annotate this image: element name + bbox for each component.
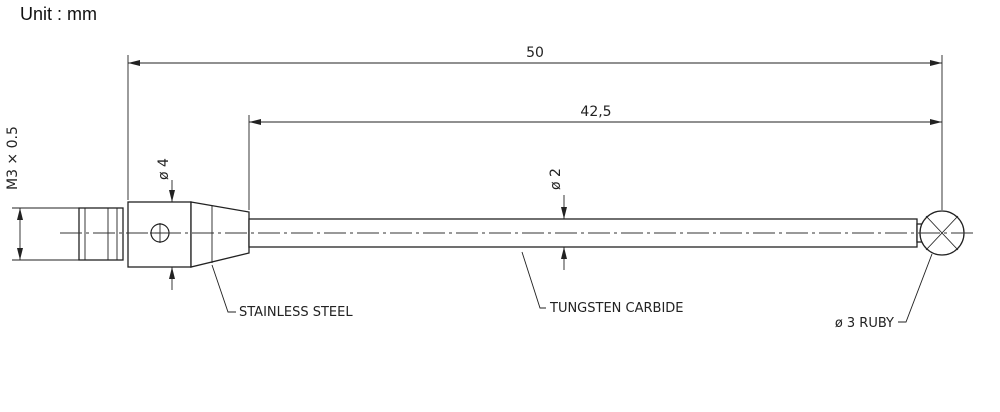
callout-text: TUNGSTEN CARBIDE — [549, 301, 684, 316]
stylus-part — [78, 201, 965, 268]
dimension-text: M3 × 0.5 — [5, 126, 21, 190]
dimension-stem-diameter: ø 2 — [548, 168, 567, 270]
dimension-text: 42,5 — [580, 104, 611, 120]
hex-body — [127, 201, 192, 268]
arrow-head — [930, 60, 942, 66]
callout-text: ø 3 RUBY — [835, 316, 894, 331]
callout-tungsten-carbide: TUNGSTEN CARBIDE — [521, 251, 684, 316]
dimension-text: 50 — [526, 45, 544, 61]
arrow-head — [128, 60, 140, 66]
arrow-head — [249, 119, 261, 125]
thread-section — [78, 207, 124, 261]
taper-section — [190, 201, 250, 268]
arrow-head — [930, 119, 942, 125]
dimension-stem-length: 42,5 — [248, 104, 942, 210]
callout-text: STAINLESS STEEL — [239, 305, 353, 320]
dimension-body-diameter: ø 4 — [156, 158, 175, 290]
arrow-head — [17, 208, 23, 220]
unit-label: Unit : mm — [20, 4, 98, 24]
arrow-head — [17, 248, 23, 260]
dimension-overall-length: 50 — [127, 45, 943, 210]
dimension-thread: M3 × 0.5 — [5, 126, 79, 261]
callout-ruby: ø 3 RUBY — [835, 253, 933, 331]
callout-stainless-steel: STAINLESS STEEL — [211, 264, 353, 320]
arrow-head — [561, 247, 567, 259]
dimension-text: ø 4 — [156, 158, 172, 180]
dimension-text: ø 2 — [548, 168, 564, 190]
arrow-head — [169, 267, 175, 279]
arrow-head — [561, 207, 567, 219]
arrow-head — [169, 190, 175, 202]
